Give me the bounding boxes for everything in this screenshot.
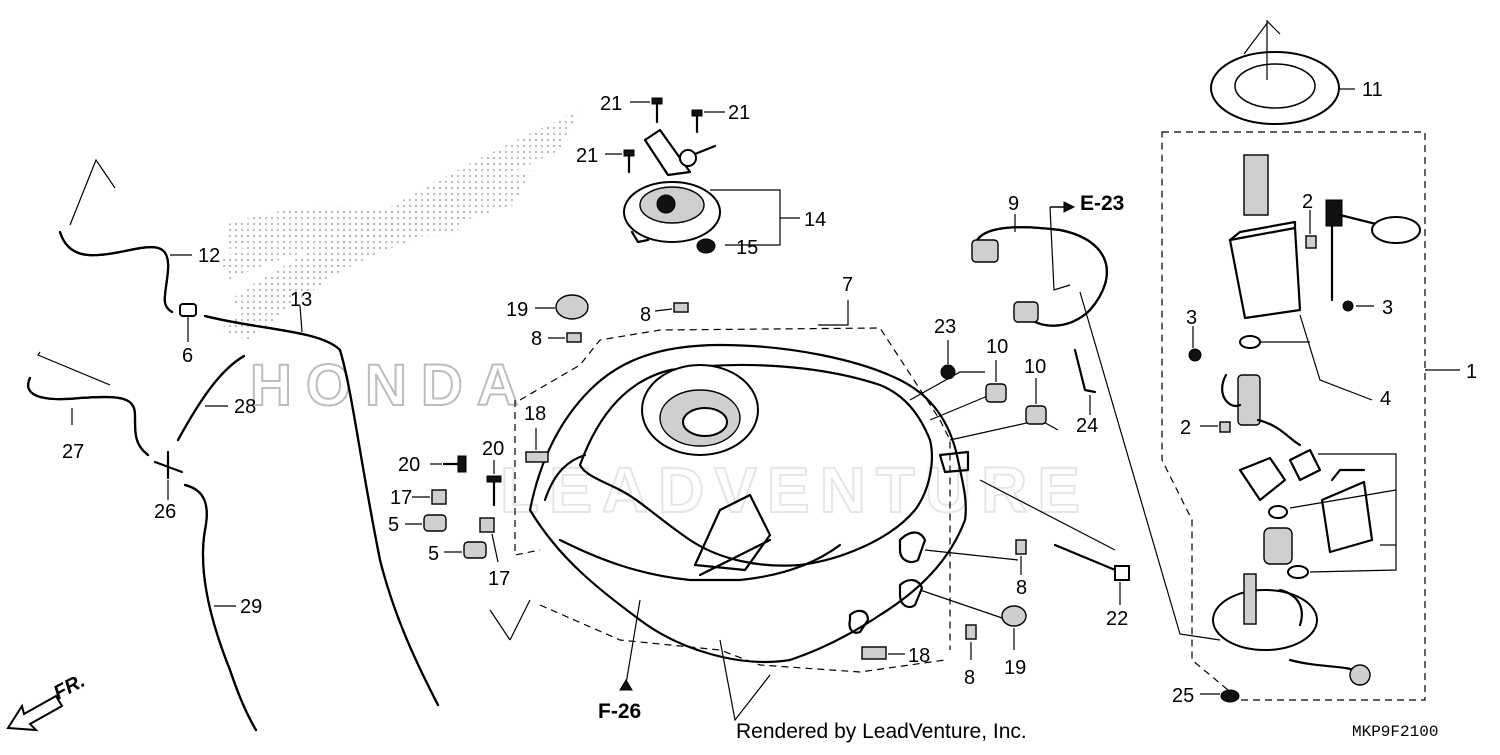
rubber-5-b <box>444 541 487 559</box>
callout-8-bottom: 8 <box>964 667 975 689</box>
callouts: 1 2 2 3 3 4 5 5 6 7 8 8 8 8 9 10 10 11 1… <box>62 79 1477 707</box>
fitting-24 <box>1073 348 1097 415</box>
callout-25: 25 <box>1172 685 1194 707</box>
fuel-pump-seal-11 <box>1210 20 1355 125</box>
diagram-code: MKP9F2100 <box>1352 723 1438 741</box>
f26-arrow <box>619 679 633 691</box>
rubber-18-left <box>525 428 549 463</box>
nut-23 <box>940 340 956 380</box>
callout-27: 27 <box>62 441 84 463</box>
callout-11: 11 <box>1362 79 1383 101</box>
callout-4: 4 <box>1380 388 1391 410</box>
callout-13: 13 <box>290 289 312 311</box>
damper-10-b <box>1025 378 1047 425</box>
clip-8-right <box>1015 539 1027 575</box>
callout-18-bottom: 18 <box>908 645 930 667</box>
ref-e23: E-23 <box>1080 192 1124 215</box>
pump-kit-outline <box>1161 131 1426 701</box>
callout-3-left: 3 <box>1186 307 1197 329</box>
callout-3-right: 3 <box>1382 297 1393 319</box>
clip-8-top-b <box>548 332 582 343</box>
damper-10-a <box>985 360 1007 403</box>
callout-12: 12 <box>198 245 220 267</box>
tank-kit-outline <box>514 327 951 673</box>
callout-26: 26 <box>154 501 176 523</box>
watermark: LEADVENTURE <box>500 454 1090 526</box>
credit-text: Rendered by LeadVenture, Inc. <box>736 720 1027 743</box>
callout-17-right: 17 <box>488 568 510 590</box>
screw-21-b <box>691 109 725 134</box>
clip-8-top-a <box>654 302 689 313</box>
callout-28: 28 <box>234 396 256 418</box>
callout-8-top: 8 <box>640 304 651 326</box>
callout-9: 9 <box>1008 193 1019 215</box>
collar-17-a <box>412 489 447 505</box>
callout-8-right: 8 <box>1016 577 1027 599</box>
rubber-5-a <box>405 514 447 532</box>
callout-21-top: 21 <box>600 93 622 115</box>
callout-5-lower: 5 <box>428 543 439 565</box>
callout-5-upper: 5 <box>388 514 399 536</box>
joint-26 <box>153 450 184 500</box>
bolt-20-b <box>486 460 502 507</box>
ref-f26: F-26 <box>598 700 641 723</box>
callout-21-right: 21 <box>728 102 750 124</box>
fuel-cap-assembly <box>623 128 800 246</box>
callout-24: 24 <box>1076 415 1098 437</box>
callout-18-left: 18 <box>524 403 546 425</box>
bolt-22 <box>1053 543 1130 605</box>
callout-19-top: 19 <box>506 299 528 321</box>
callout-15: 15 <box>736 237 758 259</box>
hose-12 <box>58 158 192 314</box>
honda-logo-text: HONDA <box>250 353 533 418</box>
honda-wing-logo: HONDA <box>220 110 580 419</box>
cushion-19-top <box>535 294 589 320</box>
clip-8-bottom <box>965 624 977 660</box>
fuel-pump-internals <box>1188 154 1460 703</box>
callout-1: 1 <box>1466 361 1477 383</box>
cushion-19-bottom <box>1001 605 1027 650</box>
front-arrow: FR. <box>6 670 89 732</box>
hose-28 <box>176 354 246 442</box>
bolt-20-a <box>430 455 467 473</box>
callout-14: 14 <box>804 209 826 231</box>
collar-17-b <box>479 517 499 563</box>
fuel-tank <box>528 343 970 663</box>
hose-29 <box>183 483 258 732</box>
screw-21-c <box>605 149 635 174</box>
callout-8-left: 8 <box>531 328 542 350</box>
grommet-15 <box>696 238 716 254</box>
rubber-18-bottom <box>861 646 905 660</box>
callout-6: 6 <box>182 345 193 367</box>
callout-10-left: 10 <box>986 336 1008 358</box>
callout-10-right: 10 <box>1024 356 1046 378</box>
hose-27 <box>27 351 150 457</box>
callout-21-left: 21 <box>576 145 598 167</box>
screw-21-a <box>630 97 663 124</box>
callout-19-bottom: 19 <box>1004 657 1026 679</box>
hose-13 <box>203 305 440 707</box>
callout-22: 22 <box>1106 608 1128 630</box>
callout-29: 29 <box>240 596 262 618</box>
callout-2-bottom: 2 <box>1180 417 1191 439</box>
callout-2-top: 2 <box>1302 191 1313 213</box>
fuel-hose-9 <box>971 201 1221 641</box>
callout-23: 23 <box>934 316 956 338</box>
callout-17-left: 17 <box>390 487 412 509</box>
joint-6 <box>179 303 197 342</box>
callout-20-right: 20 <box>482 438 504 460</box>
callout-20-left: 20 <box>398 454 420 476</box>
callout-7: 7 <box>842 274 853 296</box>
